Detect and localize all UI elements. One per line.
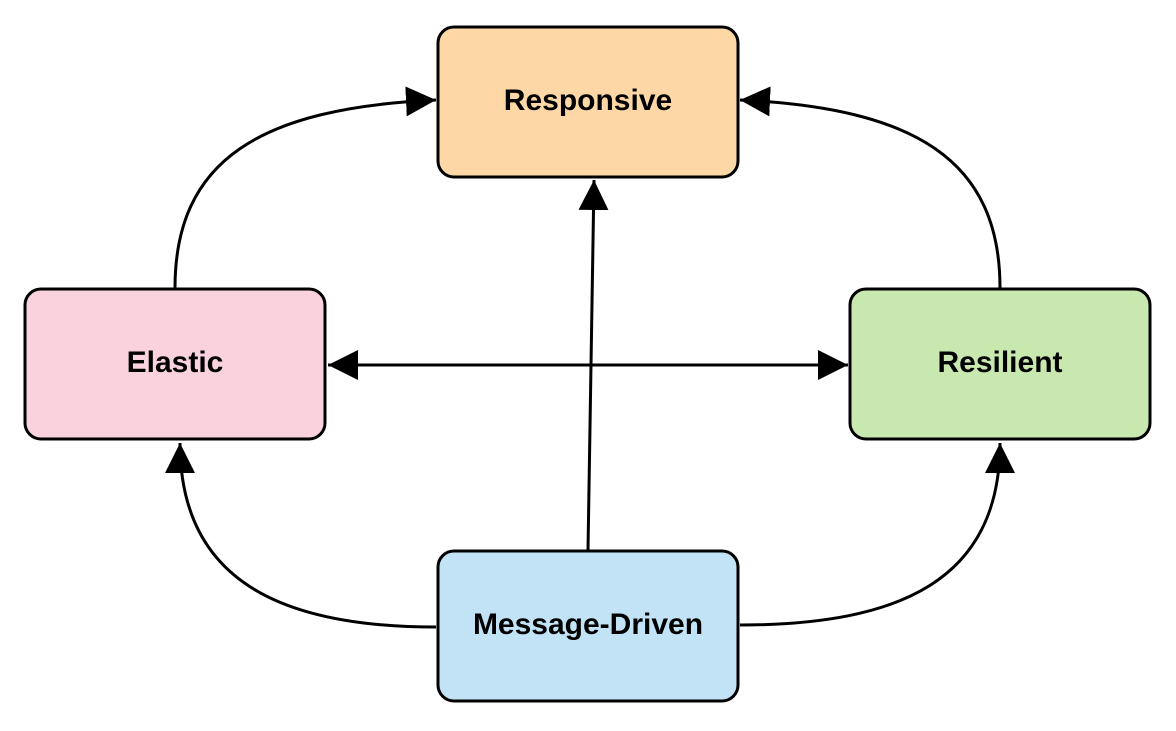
node-message-driven: Message-Driven xyxy=(436,549,740,703)
node-label-responsive: Responsive xyxy=(504,84,672,117)
edges xyxy=(165,86,1015,629)
node-box-responsive xyxy=(436,25,740,179)
edge-elastic-to-responsive xyxy=(173,86,437,289)
node-resilient: Resilient xyxy=(848,287,1152,441)
edge-resilient-to-responsive xyxy=(739,86,1002,289)
edge-message-driven-to-elastic xyxy=(165,442,437,629)
node-label-elastic: Elastic xyxy=(127,346,224,379)
node-label-message-driven: Message-Driven xyxy=(473,608,703,641)
node-elastic: Elastic xyxy=(23,287,327,441)
node-responsive: Responsive xyxy=(436,25,740,179)
node-label-resilient: Resilient xyxy=(937,346,1062,379)
node-box-resilient xyxy=(848,287,1152,441)
edge-message-driven-to-resilient xyxy=(739,442,1015,627)
node-box-message-driven xyxy=(436,549,740,703)
node-box-elastic xyxy=(23,287,327,441)
